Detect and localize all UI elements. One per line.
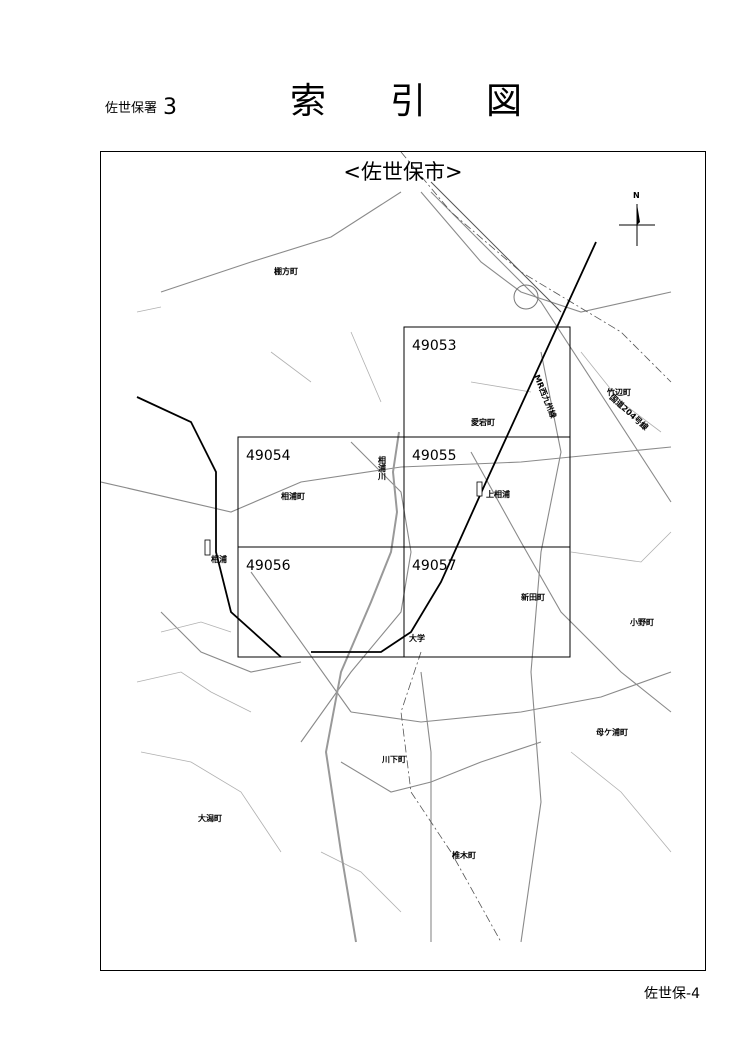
place-aiura-river: 相浦川 bbox=[378, 455, 387, 481]
place-hahagaura: 母ケ浦町 bbox=[596, 727, 628, 737]
municipal-border bbox=[400, 152, 672, 943]
grid-label-49057: 49057 bbox=[412, 558, 457, 574]
place-shiinoki: 椎木町 bbox=[451, 850, 476, 860]
page-code: 佐世保-4 bbox=[644, 986, 700, 1002]
title-char-2: 引 bbox=[390, 81, 427, 122]
station-name: 佐世保署 bbox=[105, 101, 158, 116]
place-atago: 愛宕町 bbox=[471, 417, 495, 427]
station-number: 3 bbox=[163, 95, 178, 120]
grid-cell-49057 bbox=[403, 546, 571, 658]
road-network bbox=[101, 191, 672, 943]
aiura-river bbox=[324, 431, 400, 943]
city-name: <佐世保市> bbox=[343, 160, 463, 184]
place-kawashimo: 川下町 bbox=[381, 755, 406, 764]
label-national-road: 国道204号線 bbox=[608, 392, 651, 432]
index-map: 49053 49054 49055 49056 49057 棚方町 相浦町 相浦… bbox=[101, 152, 672, 943]
place-aiura-station: 相浦 bbox=[211, 554, 227, 564]
interchange bbox=[513, 284, 539, 310]
place-daigaku: 大学 bbox=[409, 633, 425, 643]
station-label: 佐世保署 3 bbox=[105, 93, 178, 120]
grid-sheets bbox=[237, 326, 571, 658]
railways bbox=[136, 181, 597, 658]
title-char-1: 索 bbox=[290, 81, 327, 122]
place-aiura: 相浦町 bbox=[281, 491, 305, 501]
north-arrow: N bbox=[619, 191, 655, 246]
label-mr-line: MR西九州線 bbox=[532, 373, 559, 420]
place-takebe: 竹辺町 bbox=[606, 387, 631, 397]
aiura-station-marker bbox=[204, 539, 211, 556]
title-char-3: 図 bbox=[486, 81, 523, 122]
grid-label-49055: 49055 bbox=[412, 448, 457, 464]
grid-label-49054: 49054 bbox=[246, 448, 291, 464]
grid-label-49056: 49056 bbox=[246, 558, 291, 574]
place-shinden: 新田町 bbox=[521, 592, 545, 602]
place-tanagata: 棚方町 bbox=[274, 266, 298, 276]
place-kami-aiura: 上相浦 bbox=[486, 489, 510, 499]
svg-text:N: N bbox=[633, 191, 640, 200]
grid-label-49053: 49053 bbox=[412, 338, 457, 354]
place-ono: 小野町 bbox=[629, 617, 654, 627]
place-ose: 大潟町 bbox=[198, 813, 222, 823]
kami-aiura-station-marker bbox=[476, 481, 483, 497]
map-frame: 49053 49054 49055 49056 49057 棚方町 相浦町 相浦… bbox=[100, 151, 706, 971]
